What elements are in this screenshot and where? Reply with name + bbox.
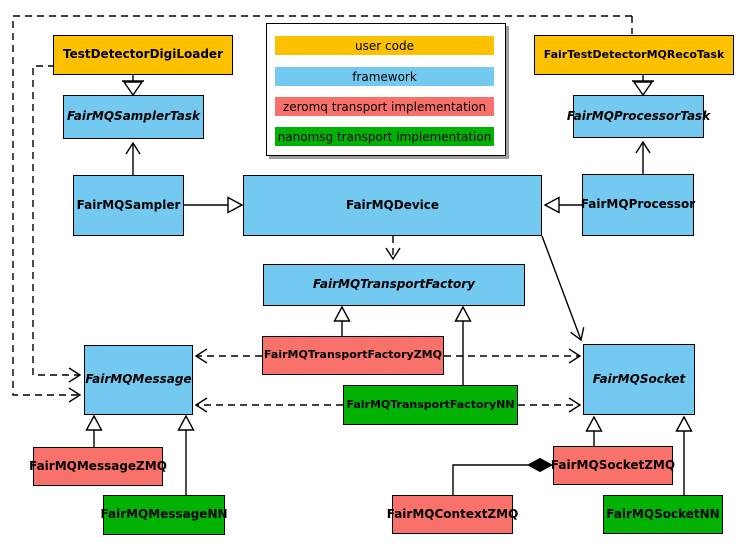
node-fairmqcontextzmq: FairMQContextZMQ: [387, 495, 518, 534]
node-fairmqsamplertask: FairMQSamplerTask: [63, 95, 204, 139]
node-fairmqsocket: FairMQSocket: [583, 344, 695, 415]
node-fairmqmessage: FairMQMessage: [84, 345, 193, 415]
node-testdetectordigiloader: TestDetectorDigiLoader: [53, 35, 233, 75]
edge-recotask-generalization: [632, 75, 654, 97]
node-fairmqdevice: FairMQDevice: [243, 175, 542, 236]
node-fairmqsampler: FairMQSampler: [73, 175, 184, 236]
edge-digiloader-generalization: [122, 75, 144, 97]
edge-device-to-socket: [541, 235, 585, 342]
legend-item-framework: framework: [275, 67, 494, 86]
edge-recotask-to-message: [12, 15, 632, 403]
legend-item-zeromq: zeromq transport implementation: [275, 97, 494, 116]
node-fairtestdetectormqrecotask: FairTestDetectorMQRecoTask: [534, 35, 734, 75]
node-fairmqtransportfactory: FairMQTransportFactory: [263, 264, 525, 306]
node-fairmqprocessortask: FairMQProcessorTask: [567, 95, 710, 138]
node-fairmqtransportfactorynn: FairMQTransportFactoryNN: [343, 385, 518, 425]
node-fairmqsocketzmq: FairMQSocketZMQ: [551, 446, 675, 485]
legend-item-user-code: user code: [275, 36, 494, 55]
node-fairmqsocketnn: FairMQSocketNN: [603, 495, 723, 534]
node-fairmqprocessor: FairMQProcessor: [581, 174, 695, 236]
node-fairmqmessagezmq: FairMQMessageZMQ: [29, 447, 167, 486]
edge-digiloader-to-message: [32, 65, 82, 383]
node-fairmqtransportfactoryzmq: FairMQTransportFactoryZMQ: [262, 336, 444, 375]
node-fairmqmessagenn: FairMQMessageNN: [100, 495, 228, 535]
edge-contextzmq-composition-socketzmq: [452, 457, 554, 495]
legend-item-nanomsg: nanomsg transport implementation: [275, 127, 494, 146]
legend: user code framework zeromq transport imp…: [266, 23, 506, 156]
